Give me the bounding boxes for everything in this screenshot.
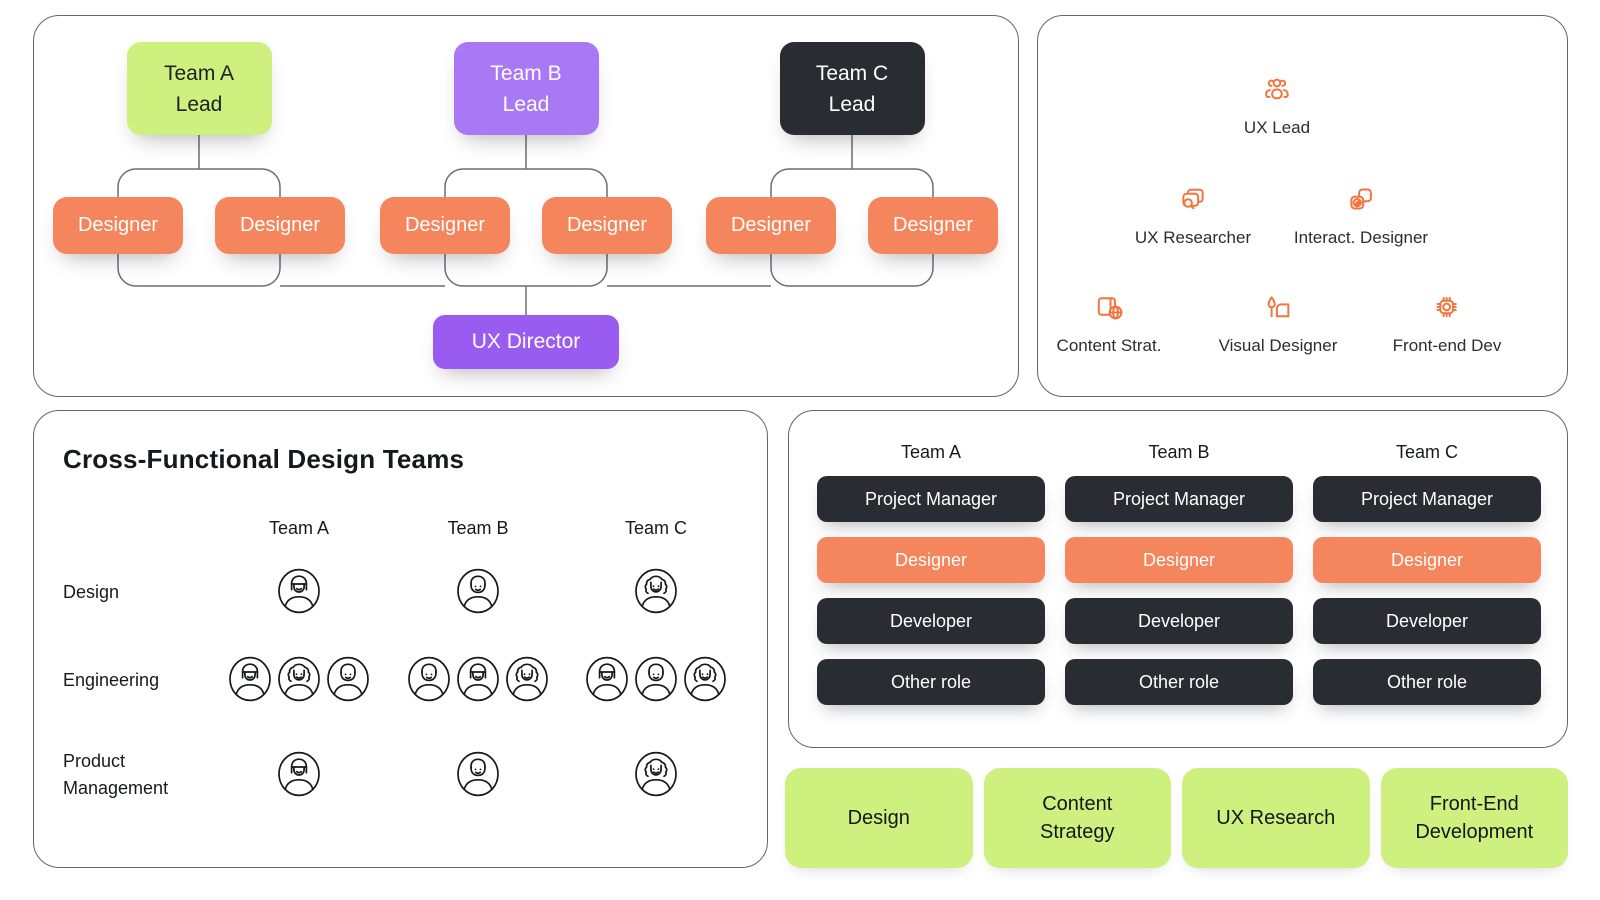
lead-label-line1: Team B bbox=[490, 61, 562, 85]
role-item-label: UX Researcher bbox=[1134, 228, 1252, 247]
woman-curly-avatar-icon bbox=[683, 656, 727, 702]
developer-box: Developer bbox=[817, 598, 1045, 644]
team-roles-column-header-team-b: Team B bbox=[1148, 442, 1210, 462]
team-icon bbox=[1262, 74, 1292, 109]
lead-label-line1: Team A bbox=[163, 61, 235, 85]
team-c-lead-box: Team C Lead bbox=[779, 42, 925, 135]
lead-label-line2: Lead bbox=[175, 92, 223, 116]
lead-label-line1: Team C bbox=[815, 61, 889, 85]
man-short-avatar-icon bbox=[326, 656, 370, 702]
avatar-group-design-team-b bbox=[456, 568, 500, 614]
discipline-chip-ux-research: UX Research bbox=[1182, 768, 1370, 868]
man-short-avatar-icon bbox=[634, 656, 678, 702]
woman-curly-avatar-icon bbox=[277, 656, 321, 702]
role-item-label: Front-end Dev bbox=[1392, 336, 1502, 355]
project-manager-box: Project Manager bbox=[1065, 476, 1293, 522]
matrix-column-header-team-a: Team A bbox=[268, 518, 330, 538]
designer-box: Designer bbox=[1313, 537, 1541, 583]
woman-curly-avatar-icon bbox=[634, 751, 678, 797]
designer-box: Designer bbox=[53, 197, 183, 254]
role-item-label: Visual Designer bbox=[1218, 336, 1338, 355]
designer-box: Designer bbox=[215, 197, 345, 254]
ux-director-box: UX Director bbox=[433, 315, 619, 369]
developer-box: Developer bbox=[1065, 598, 1293, 644]
discipline-chip-design: Design bbox=[785, 768, 973, 868]
man-short-avatar-icon bbox=[456, 568, 500, 614]
team-roles-column-header-team-c: Team C bbox=[1395, 442, 1459, 462]
woman-bob-avatar-icon bbox=[585, 656, 629, 702]
role-item-label: Interact. Designer bbox=[1293, 228, 1429, 247]
interaction-icon bbox=[1346, 184, 1376, 219]
role-item-ux-lead: UX Lead bbox=[1244, 74, 1310, 138]
avatar-group-product-management-team-c bbox=[634, 751, 678, 797]
role-item-label: Content Strat. bbox=[1056, 336, 1162, 355]
project-manager-box: Project Manager bbox=[817, 476, 1045, 522]
content-icon bbox=[1094, 292, 1124, 327]
chip-icon bbox=[1432, 292, 1462, 327]
avatar-group-design-team-a bbox=[277, 568, 321, 614]
lead-label-line2: Lead bbox=[828, 92, 876, 116]
avatar-group-engineering-team-b bbox=[407, 656, 549, 702]
avatar-group-product-management-team-a bbox=[277, 751, 321, 797]
other-role-box: Other role bbox=[1313, 659, 1541, 705]
matrix-row-label-engineering: Engineering bbox=[63, 670, 160, 690]
woman-bob-avatar-icon bbox=[277, 568, 321, 614]
woman-curly-avatar-icon bbox=[505, 656, 549, 702]
woman-bob-avatar-icon bbox=[228, 656, 272, 702]
lead-label-line2: Lead bbox=[502, 92, 550, 116]
panel-team-roles: Team A Team B Team C Project Manager Project… bbox=[788, 410, 1568, 748]
team-b-lead-box: Team B Lead bbox=[453, 42, 599, 135]
panel-cross-functional-matrix: Cross-Functional Design Teams Team A Team… bbox=[33, 410, 768, 868]
discipline-chip-content-strategy: Content Strategy bbox=[983, 768, 1171, 868]
matrix-column-header-team-c: Team C bbox=[624, 518, 688, 538]
project-manager-box: Project Manager bbox=[1313, 476, 1541, 522]
woman-bob-avatar-icon bbox=[456, 656, 500, 702]
man-short-avatar-icon bbox=[407, 656, 451, 702]
role-item-ux-researcher: UX Researcher bbox=[1135, 184, 1251, 248]
role-item-front-end-dev: Front-end Dev bbox=[1392, 292, 1502, 356]
other-role-box: Other role bbox=[817, 659, 1045, 705]
avatar-group-product-management-team-b bbox=[456, 751, 500, 797]
role-item-content-strat: Content Strat. bbox=[1056, 292, 1162, 356]
developer-box: Developer bbox=[1313, 598, 1541, 644]
designer-box: Designer bbox=[817, 537, 1045, 583]
discipline-chip-front-end-development: Front-End Development bbox=[1380, 768, 1568, 868]
matrix-title: Cross-Functional Design Teams bbox=[63, 444, 465, 474]
designer-box: Designer bbox=[542, 197, 672, 254]
woman-curly-avatar-icon bbox=[634, 568, 678, 614]
avatar-group-engineering-team-a bbox=[228, 656, 370, 702]
designer-box: Designer bbox=[1065, 537, 1293, 583]
man-short-avatar-icon bbox=[456, 751, 500, 797]
avatar-group-design-team-c bbox=[634, 568, 678, 614]
designer-box: Designer bbox=[380, 197, 510, 254]
designer-box: Designer bbox=[706, 197, 836, 254]
matrix-row-label-product-management: Product Management bbox=[63, 751, 169, 798]
matrix-column-header-team-b: Team B bbox=[447, 518, 509, 538]
role-item-visual-designer: Visual Designer bbox=[1218, 292, 1338, 356]
role-item-interact-designer: Interact. Designer bbox=[1294, 184, 1428, 248]
matrix-row-label-design: Design bbox=[63, 582, 120, 602]
research-icon bbox=[1178, 184, 1208, 219]
visual-icon bbox=[1263, 292, 1293, 327]
designer-box: Designer bbox=[868, 197, 998, 254]
woman-bob-avatar-icon bbox=[277, 751, 321, 797]
team-a-lead-box: Team A Lead bbox=[126, 42, 272, 135]
avatar-group-engineering-team-c bbox=[585, 656, 727, 702]
role-item-label: UX Lead bbox=[1243, 118, 1311, 137]
team-roles-column-header-team-a: Team A bbox=[900, 442, 962, 462]
other-role-box: Other role bbox=[1065, 659, 1293, 705]
